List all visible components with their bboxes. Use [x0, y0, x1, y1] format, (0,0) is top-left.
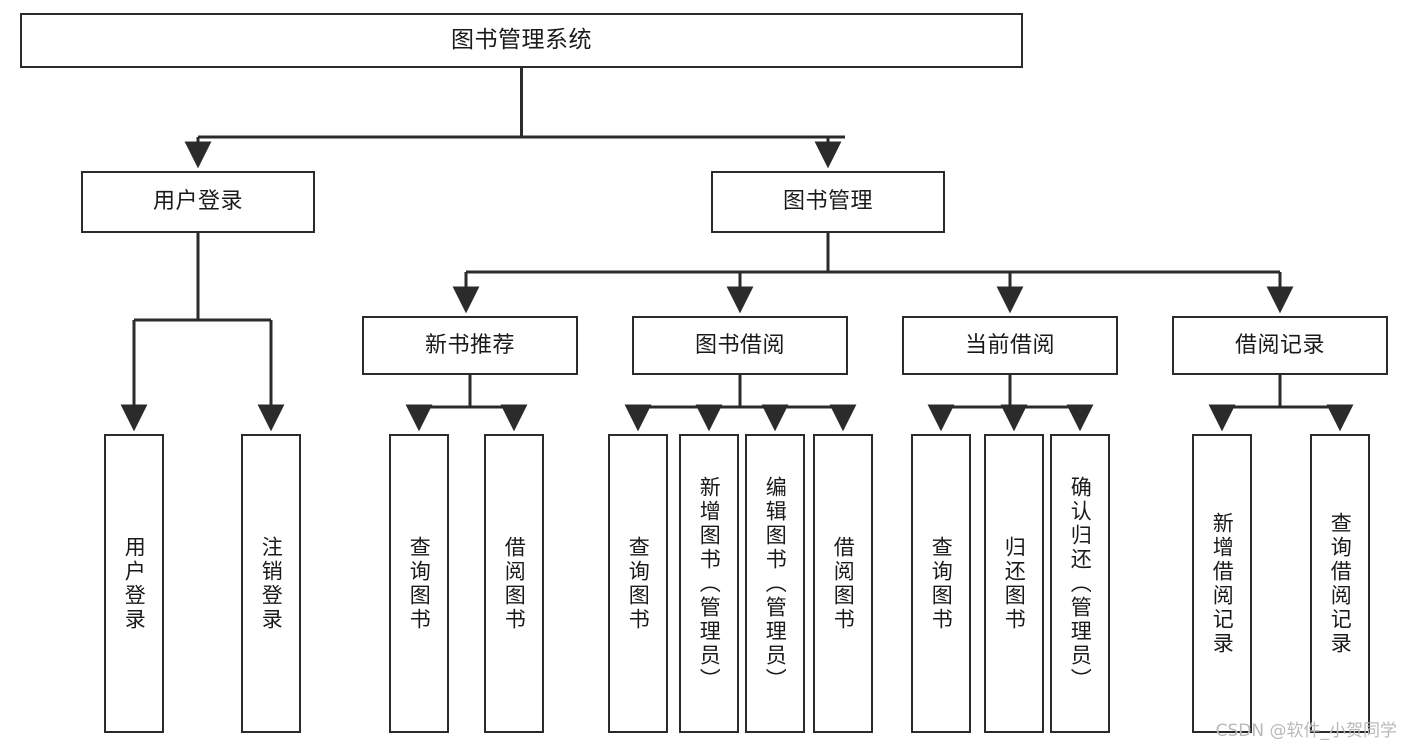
node-borrow-record-label: 借阅记录: [1234, 332, 1325, 358]
node-leaf-add-book[interactable]: 新增图书（管理员）: [679, 434, 739, 733]
node-leaf-query-record-label: 查询借阅记录: [1328, 511, 1353, 656]
node-leaf-query-book-1-label: 查询图书: [407, 535, 432, 632]
node-book-borrow-label: 图书借阅: [694, 332, 785, 358]
node-leaf-return-book[interactable]: 归还图书: [984, 434, 1044, 733]
node-root-label: 图书管理系统: [451, 27, 592, 54]
node-user-login-label: 用户登录: [152, 189, 243, 215]
node-leaf-query-book-3-label: 查询图书: [929, 535, 954, 632]
node-leaf-user-login-label: 用户登录: [122, 535, 147, 632]
node-leaf-user-login[interactable]: 用户登录: [104, 434, 164, 733]
watermark: CSDN @软件_小贺同学: [1215, 721, 1397, 741]
node-leaf-query-book-3[interactable]: 查询图书: [911, 434, 971, 733]
node-current-borrow-label: 当前借阅: [964, 332, 1055, 358]
node-leaf-edit-book-label: 编辑图书（管理员）: [763, 475, 788, 692]
node-leaf-query-book-1[interactable]: 查询图书: [389, 434, 449, 733]
node-leaf-borrow-book-1[interactable]: 借阅图书: [484, 434, 544, 733]
node-new-book-recommend[interactable]: 新书推荐: [362, 316, 578, 375]
node-root[interactable]: 图书管理系统: [20, 13, 1023, 68]
node-book-manage[interactable]: 图书管理: [711, 171, 945, 233]
node-leaf-borrow-book-1-label: 借阅图书: [502, 535, 527, 632]
node-leaf-add-record[interactable]: 新增借阅记录: [1192, 434, 1252, 733]
node-borrow-record[interactable]: 借阅记录: [1172, 316, 1388, 375]
node-book-borrow[interactable]: 图书借阅: [632, 316, 848, 375]
node-leaf-query-book-2-label: 查询图书: [626, 535, 651, 632]
node-leaf-logout[interactable]: 注销登录: [241, 434, 301, 733]
node-user-login[interactable]: 用户登录: [81, 171, 315, 233]
node-leaf-edit-book[interactable]: 编辑图书（管理员）: [745, 434, 805, 733]
node-leaf-confirm-return-label: 确认归还（管理员）: [1068, 475, 1093, 692]
node-leaf-add-record-label: 新增借阅记录: [1210, 511, 1235, 656]
node-book-manage-label: 图书管理: [782, 189, 873, 215]
node-leaf-return-book-label: 归还图书: [1002, 535, 1027, 632]
node-leaf-query-record[interactable]: 查询借阅记录: [1310, 434, 1370, 733]
node-leaf-logout-label: 注销登录: [259, 535, 284, 632]
node-leaf-borrow-book-2-label: 借阅图书: [831, 535, 856, 632]
node-new-book-recommend-label: 新书推荐: [424, 332, 515, 358]
node-leaf-query-book-2[interactable]: 查询图书: [608, 434, 668, 733]
node-leaf-borrow-book-2[interactable]: 借阅图书: [813, 434, 873, 733]
node-current-borrow[interactable]: 当前借阅: [902, 316, 1118, 375]
node-leaf-add-book-label: 新增图书（管理员）: [697, 475, 722, 692]
node-leaf-confirm-return[interactable]: 确认归还（管理员）: [1050, 434, 1110, 733]
